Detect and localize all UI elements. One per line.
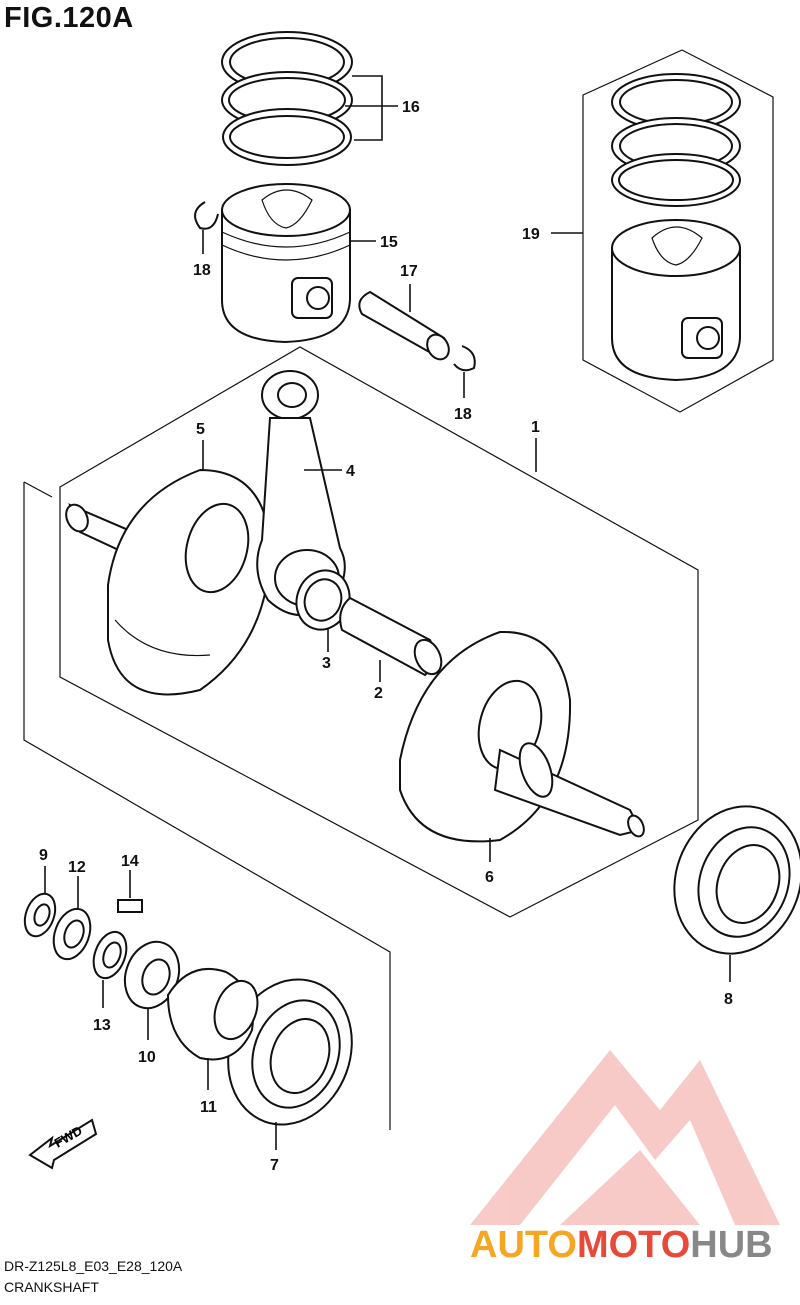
callout-10[interactable]: 10 bbox=[138, 1049, 156, 1066]
piston-pin-circlip-right[interactable] bbox=[453, 345, 476, 372]
crank-pin[interactable] bbox=[339, 596, 446, 678]
callout-11[interactable]: 11 bbox=[200, 1099, 217, 1116]
watermark-text: AUTOMOTOHUB bbox=[470, 1224, 773, 1266]
piston-kit-box[interactable] bbox=[582, 49, 774, 413]
diagram-name: CRANKSHAFT bbox=[4, 1279, 99, 1295]
callout-2[interactable]: 2 bbox=[374, 685, 383, 702]
crankshaft-gear-large[interactable] bbox=[166, 967, 265, 1061]
crank-pin-bearing[interactable] bbox=[288, 563, 357, 637]
diagram-code: DR-Z125L8_E03_E28_120A bbox=[4, 1258, 183, 1274]
callout-8[interactable]: 8 bbox=[724, 991, 733, 1008]
callout-12[interactable]: 12 bbox=[68, 859, 86, 876]
outer-box bbox=[23, 482, 391, 1130]
callout-19[interactable]: 19 bbox=[522, 226, 540, 243]
washer[interactable] bbox=[88, 927, 133, 982]
callout-18-left[interactable]: 18 bbox=[193, 262, 211, 279]
watermark-moto: MOTO bbox=[577, 1224, 690, 1266]
piston[interactable] bbox=[221, 183, 351, 344]
callout-6[interactable]: 6 bbox=[485, 869, 494, 886]
crank-web-left[interactable] bbox=[62, 468, 272, 696]
callout-1[interactable]: 1 bbox=[531, 419, 540, 436]
main-bearing-right[interactable] bbox=[654, 788, 800, 971]
callout-18-right[interactable]: 18 bbox=[454, 406, 472, 423]
key[interactable] bbox=[117, 899, 143, 913]
callout-14[interactable]: 14 bbox=[121, 853, 139, 870]
piston-pin[interactable] bbox=[358, 290, 453, 363]
callout-3[interactable]: 3 bbox=[322, 655, 331, 672]
automotohub-logo bbox=[470, 1050, 780, 1225]
crankshaft-gear-small[interactable] bbox=[116, 934, 188, 1016]
callout-16[interactable]: 16 bbox=[402, 99, 420, 116]
callout-9[interactable]: 9 bbox=[39, 847, 48, 864]
crank-web-right[interactable] bbox=[399, 630, 647, 843]
callout-7[interactable]: 7 bbox=[270, 1157, 279, 1174]
oil-seal[interactable] bbox=[19, 890, 60, 941]
main-bearing-left[interactable] bbox=[208, 962, 371, 1142]
watermark-auto: AUTO bbox=[470, 1224, 577, 1266]
piston-pin-circlip-left[interactable] bbox=[194, 201, 219, 230]
callout-4[interactable]: 4 bbox=[346, 463, 355, 480]
callout-15[interactable]: 15 bbox=[380, 234, 398, 251]
outer-box-top bbox=[23, 481, 53, 498]
forward-direction-arrow: FWD bbox=[28, 1118, 98, 1170]
spacer[interactable] bbox=[47, 904, 97, 964]
watermark-hub: HUB bbox=[690, 1224, 772, 1266]
callout-5[interactable]: 5 bbox=[196, 421, 205, 438]
figure-title: FIG.120A bbox=[4, 2, 134, 34]
crankshaft-assembly-box bbox=[59, 346, 699, 918]
callout-17[interactable]: 17 bbox=[400, 263, 418, 280]
piston-ring-set[interactable] bbox=[221, 31, 353, 166]
callout-13[interactable]: 13 bbox=[93, 1017, 111, 1034]
